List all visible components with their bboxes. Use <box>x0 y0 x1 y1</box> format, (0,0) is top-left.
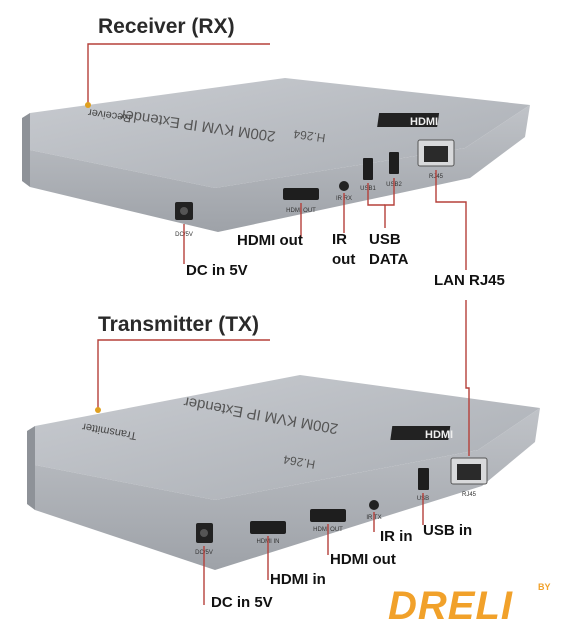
transmitter-codec-text: H.264 <box>282 452 316 471</box>
receiver-title-line <box>87 43 270 105</box>
transmitter-ir-port <box>369 500 379 510</box>
receiver-front-face <box>30 105 530 232</box>
transmitter-dc-callout: DC in 5V <box>211 594 273 611</box>
receiver-hdmi-logo <box>377 113 440 127</box>
receiver-codec-text: H.264 <box>292 127 326 145</box>
transmitter-left-face <box>27 426 35 510</box>
dreli-logo: DRELI BY <box>388 582 551 628</box>
receiver-usb-line-1 <box>367 183 385 206</box>
transmitter-hdmi-in-port <box>250 521 286 534</box>
receiver-dc-callout: DC in 5V <box>186 262 248 279</box>
receiver-ir-port <box>339 181 349 191</box>
receiver-hdmi-out-callout: HDMI out <box>237 232 303 249</box>
receiver-usb1-port <box>363 158 373 180</box>
receiver-device: 200M KVM IP Extender H.264 Receiver HDMI… <box>22 43 530 270</box>
receiver-hdmi-out-port <box>283 188 319 200</box>
transmitter-title: Transmitter (TX) <box>98 313 260 336</box>
receiver-lan-callout: LAN RJ45 <box>434 272 505 289</box>
receiver-top-face <box>30 78 530 188</box>
transmitter-top-face <box>35 375 540 500</box>
receiver-usb2-port <box>389 152 399 174</box>
svg-text:RJ45: RJ45 <box>462 492 477 498</box>
receiver-usb-line-2 <box>384 178 395 228</box>
transmitter-front-face <box>35 408 540 570</box>
transmitter-ir-in-callout: IR in <box>380 528 413 545</box>
receiver-title: Receiver (RX) <box>98 15 235 38</box>
transmitter-hdmi-logo <box>390 426 451 440</box>
svg-text:HDMI: HDMI <box>410 116 438 128</box>
receiver-lan-line <box>435 170 467 270</box>
transmitter-lan-line <box>465 300 470 456</box>
transmitter-hdmi-in-callout: HDMI in <box>270 571 326 588</box>
transmitter-device: 200M KVM IP Extender H.264 Transmitter H… <box>27 300 540 605</box>
transmitter-hdmi-out-callout: HDMI out <box>330 551 396 568</box>
transmitter-usb-port <box>418 468 429 490</box>
svg-text:HDMI: HDMI <box>425 429 453 441</box>
transmitter-usb-in-callout: USB in <box>423 522 473 539</box>
transmitter-hdmi-out-port <box>310 509 346 522</box>
receiver-left-face <box>22 113 30 187</box>
transmitter-title-line <box>97 339 270 410</box>
